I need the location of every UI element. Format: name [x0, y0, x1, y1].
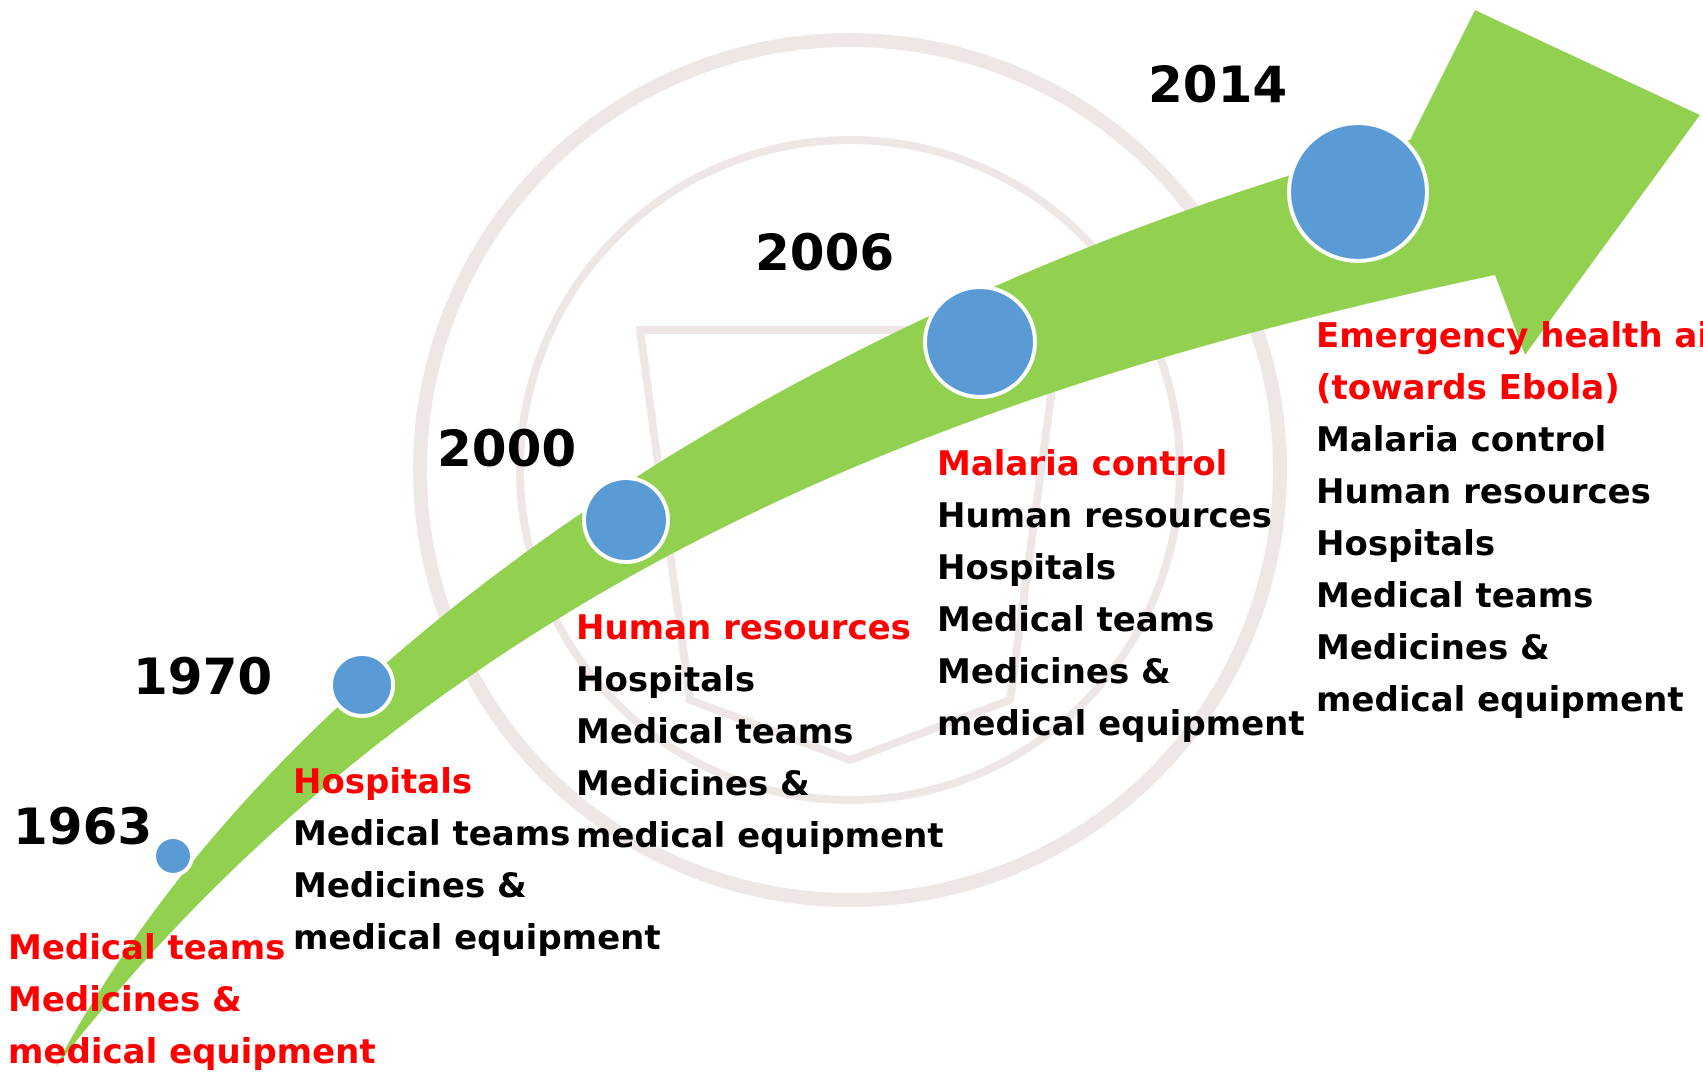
year-label-2000: 2000: [437, 420, 577, 478]
milestone-marker-1970: [329, 652, 395, 718]
milestone-item: Medicines &: [293, 866, 527, 906]
milestone-item: Medicines &: [1316, 628, 1550, 668]
milestone-item: Medical teams: [576, 712, 854, 752]
milestone-item: Emergency health aid: [1316, 316, 1703, 356]
milestone-item: Medical teams: [1316, 576, 1594, 616]
milestone-marker-2000: [582, 476, 670, 564]
milestone-item: Hospitals: [937, 548, 1117, 588]
milestone-item: medical equipment: [1316, 680, 1684, 720]
year-label-2006: 2006: [755, 224, 895, 282]
milestone-item: Human resources: [1316, 472, 1651, 512]
milestone-marker-1963: [152, 835, 194, 877]
milestone-marker-2006: [923, 285, 1037, 399]
milestone-item: medical equipment: [8, 1032, 376, 1072]
milestone-items-2014: Emergency health aid (towards Ebola) Malar…: [1316, 310, 1703, 726]
year-label-1970: 1970: [133, 648, 273, 706]
milestone-item: medical equipment: [576, 816, 944, 856]
milestone-item: Medicines &: [937, 652, 1171, 692]
milestone-markers: [152, 121, 1429, 877]
milestone-item: medical equipment: [293, 918, 661, 958]
year-label-2014: 2014: [1148, 56, 1288, 114]
milestone-item: Medicines &: [8, 980, 242, 1020]
milestone-item: Medicines &: [576, 764, 810, 804]
milestone-item: Hospitals: [293, 762, 473, 802]
milestone-item: Medical teams: [8, 928, 286, 968]
milestone-item: Medical teams: [937, 600, 1215, 640]
milestone-item: Malaria control: [1316, 420, 1607, 460]
milestone-item: medical equipment: [937, 704, 1305, 744]
growth-arrow: [55, 10, 1700, 1068]
milestone-item: (towards Ebola): [1316, 368, 1620, 408]
watermark-seal: [413, 33, 1287, 907]
milestone-item: Malaria control: [937, 444, 1228, 484]
milestone-item: Medical teams: [293, 814, 571, 854]
year-label-1963: 1963: [13, 798, 153, 856]
milestone-item: Hospitals: [1316, 524, 1496, 564]
milestone-item: Hospitals: [576, 660, 756, 700]
milestone-item: Human resources: [576, 608, 911, 648]
milestone-item: Human resources: [937, 496, 1272, 536]
milestone-marker-2014: [1287, 121, 1429, 263]
